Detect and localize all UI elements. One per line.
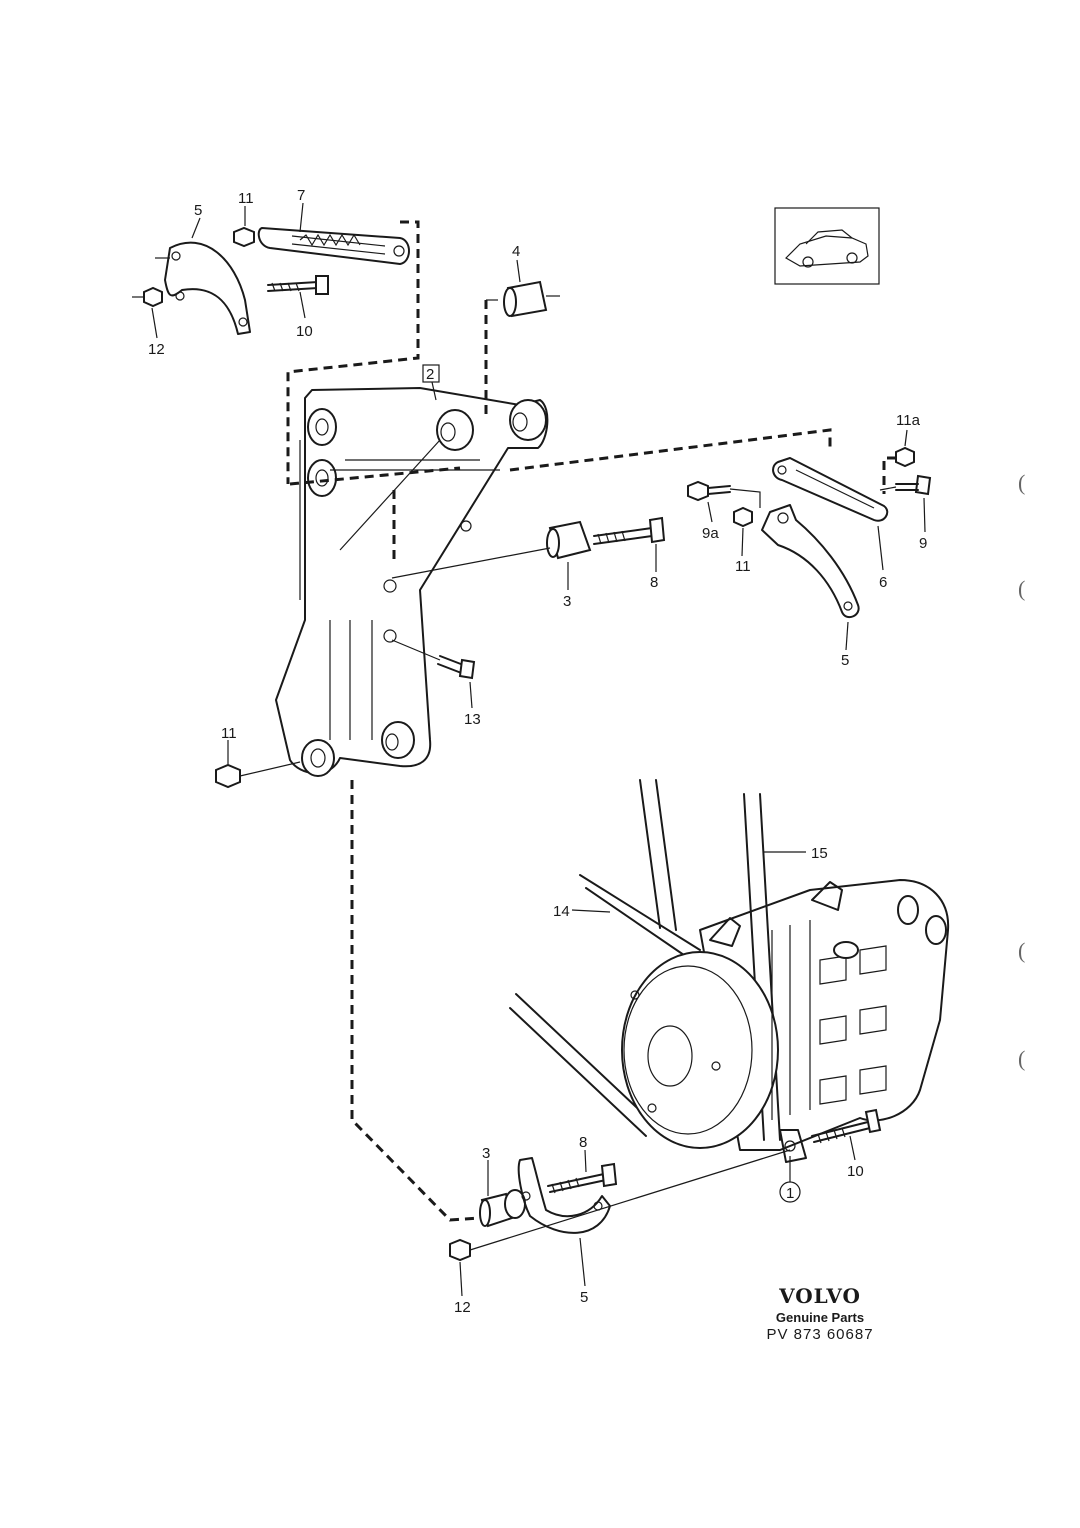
label-11a: 11a xyxy=(896,412,921,429)
part-code: PV 873 60687 xyxy=(766,1326,874,1343)
label-4: 4 xyxy=(512,243,520,260)
label-9a: 9a xyxy=(702,525,719,542)
label-10-top: 10 xyxy=(296,323,313,340)
label-14: 14 xyxy=(553,903,570,920)
label-2-box xyxy=(422,364,440,383)
mount-assembly-bottom xyxy=(449,1149,791,1297)
car-thumbnail xyxy=(774,207,880,285)
nut-11-left xyxy=(215,740,301,789)
label-5-top: 5 xyxy=(194,202,202,219)
label-12-bottom: 12 xyxy=(454,1299,471,1316)
edge-mark: ( xyxy=(1018,1046,1026,1071)
label-9: 9 xyxy=(919,535,927,552)
bolt-13 xyxy=(391,639,476,709)
label-13: 13 xyxy=(464,711,481,728)
brand-subtitle: Genuine Parts xyxy=(775,1310,865,1325)
edge-mark: ( xyxy=(1018,938,1026,963)
brand-block: VOLVO Genuine Parts PV 873 60687 xyxy=(740,1284,900,1343)
edge-mark: ( xyxy=(1018,576,1026,601)
sleeve-4 xyxy=(486,259,560,318)
assembly-guide-line xyxy=(286,220,420,484)
label-8-middle: 8 xyxy=(650,574,658,591)
label-2: 2 xyxy=(426,366,434,383)
sedan-car-icon xyxy=(785,229,869,268)
label-3-middle: 3 xyxy=(563,593,571,610)
label-11-top: 11 xyxy=(238,190,254,207)
edge-mark: ( xyxy=(1018,470,1026,495)
label-10-right: 10 xyxy=(847,1163,864,1180)
label-5-bottom: 5 xyxy=(580,1289,588,1306)
label-5-right: 5 xyxy=(841,652,849,669)
label-11-right: 11 xyxy=(735,558,751,575)
label-1: 1 xyxy=(786,1185,794,1202)
adjuster-assembly-right xyxy=(687,429,932,651)
label-12-top: 12 xyxy=(148,341,165,358)
label-15: 15 xyxy=(811,845,828,862)
label-3-bottom: 3 xyxy=(482,1145,490,1162)
adjuster-assembly-top xyxy=(132,202,410,339)
label-6: 6 xyxy=(879,574,887,591)
label-8-bottom: 8 xyxy=(579,1134,587,1151)
brand-logo: VOLVO xyxy=(779,1284,861,1308)
label-11-left: 11 xyxy=(221,725,237,742)
assembly-guide-line xyxy=(350,780,481,1222)
ac-compressor xyxy=(509,779,950,1203)
main-bracket xyxy=(275,387,549,777)
sleeve-bolt-middle xyxy=(391,516,666,590)
label-7: 7 xyxy=(297,187,305,204)
assembly-guide-line xyxy=(289,428,832,486)
